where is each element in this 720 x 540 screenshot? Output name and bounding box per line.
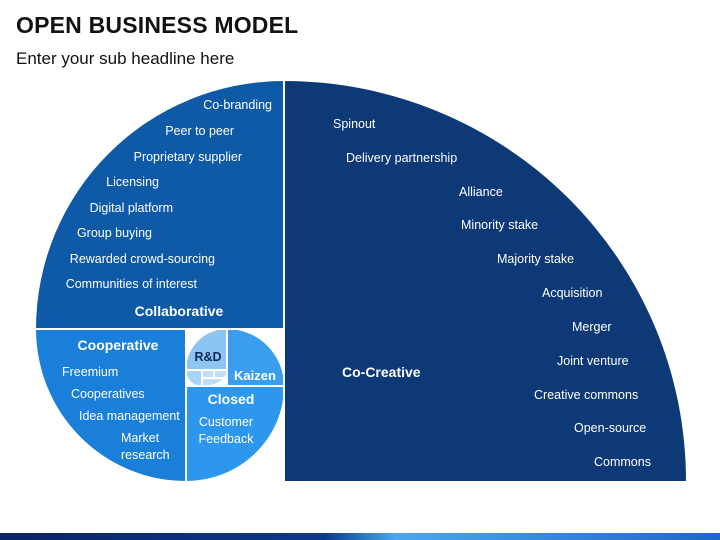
rd-label: R&D <box>194 350 221 364</box>
co-creative-item: Commons <box>594 455 651 469</box>
co-creative-item: Minority stake <box>461 218 538 232</box>
co-creative-item: Acquisition <box>542 286 602 300</box>
kaizen-label: Kaizen <box>234 368 276 383</box>
cooperative-heading: Cooperative <box>78 337 159 353</box>
collaborative-item: Digital platform <box>90 201 173 215</box>
spiral-small-segment <box>186 370 202 386</box>
co-creative-item: Alliance <box>459 185 503 199</box>
co-creative-item: Merger <box>572 320 612 334</box>
collaborative-item: Communities of interest <box>66 277 198 291</box>
cooperative-item: research <box>121 448 170 462</box>
closed-heading: Closed <box>208 391 255 407</box>
cooperative-item: Freemium <box>62 365 118 379</box>
co-creative-item: Spinout <box>333 117 376 131</box>
collaborative-item: Co-branding <box>203 98 272 112</box>
segment-dividers <box>36 81 285 481</box>
co-creative-item: Creative commons <box>534 388 638 402</box>
closed-item: Customer <box>199 415 253 429</box>
closed-item: Feedback <box>199 432 255 446</box>
footer-bar <box>0 533 720 540</box>
closed-segment <box>186 386 284 481</box>
collaborative-item: Proprietary supplier <box>134 150 242 164</box>
co-creative-item: Joint venture <box>557 354 629 368</box>
co-creative-item: Delivery partnership <box>346 151 457 165</box>
collaborative-heading: Collaborative <box>135 303 224 319</box>
collaborative-item: Rewarded crowd-sourcing <box>70 252 215 266</box>
co-creative-heading: Co-Creative <box>342 364 421 380</box>
kaizen-segment <box>227 329 284 386</box>
page-subtitle: Enter your sub headline here <box>16 49 235 68</box>
co-creative-item: Open-source <box>574 421 646 435</box>
co-creative-item: Majority stake <box>497 252 574 266</box>
collaborative-segment <box>36 81 284 329</box>
cooperative-item: Market <box>121 431 160 445</box>
collaborative-item: Peer to peer <box>165 124 234 138</box>
co-creative-segment <box>284 81 686 481</box>
cooperative-item: Cooperatives <box>71 387 145 401</box>
collaborative-item: Licensing <box>106 175 159 189</box>
cooperative-item: Idea management <box>79 409 180 423</box>
collaborative-item: Group buying <box>77 226 152 240</box>
cooperative-segment <box>36 329 186 481</box>
page-title: OPEN BUSINESS MODEL <box>16 12 299 38</box>
rd-segment <box>186 329 227 370</box>
